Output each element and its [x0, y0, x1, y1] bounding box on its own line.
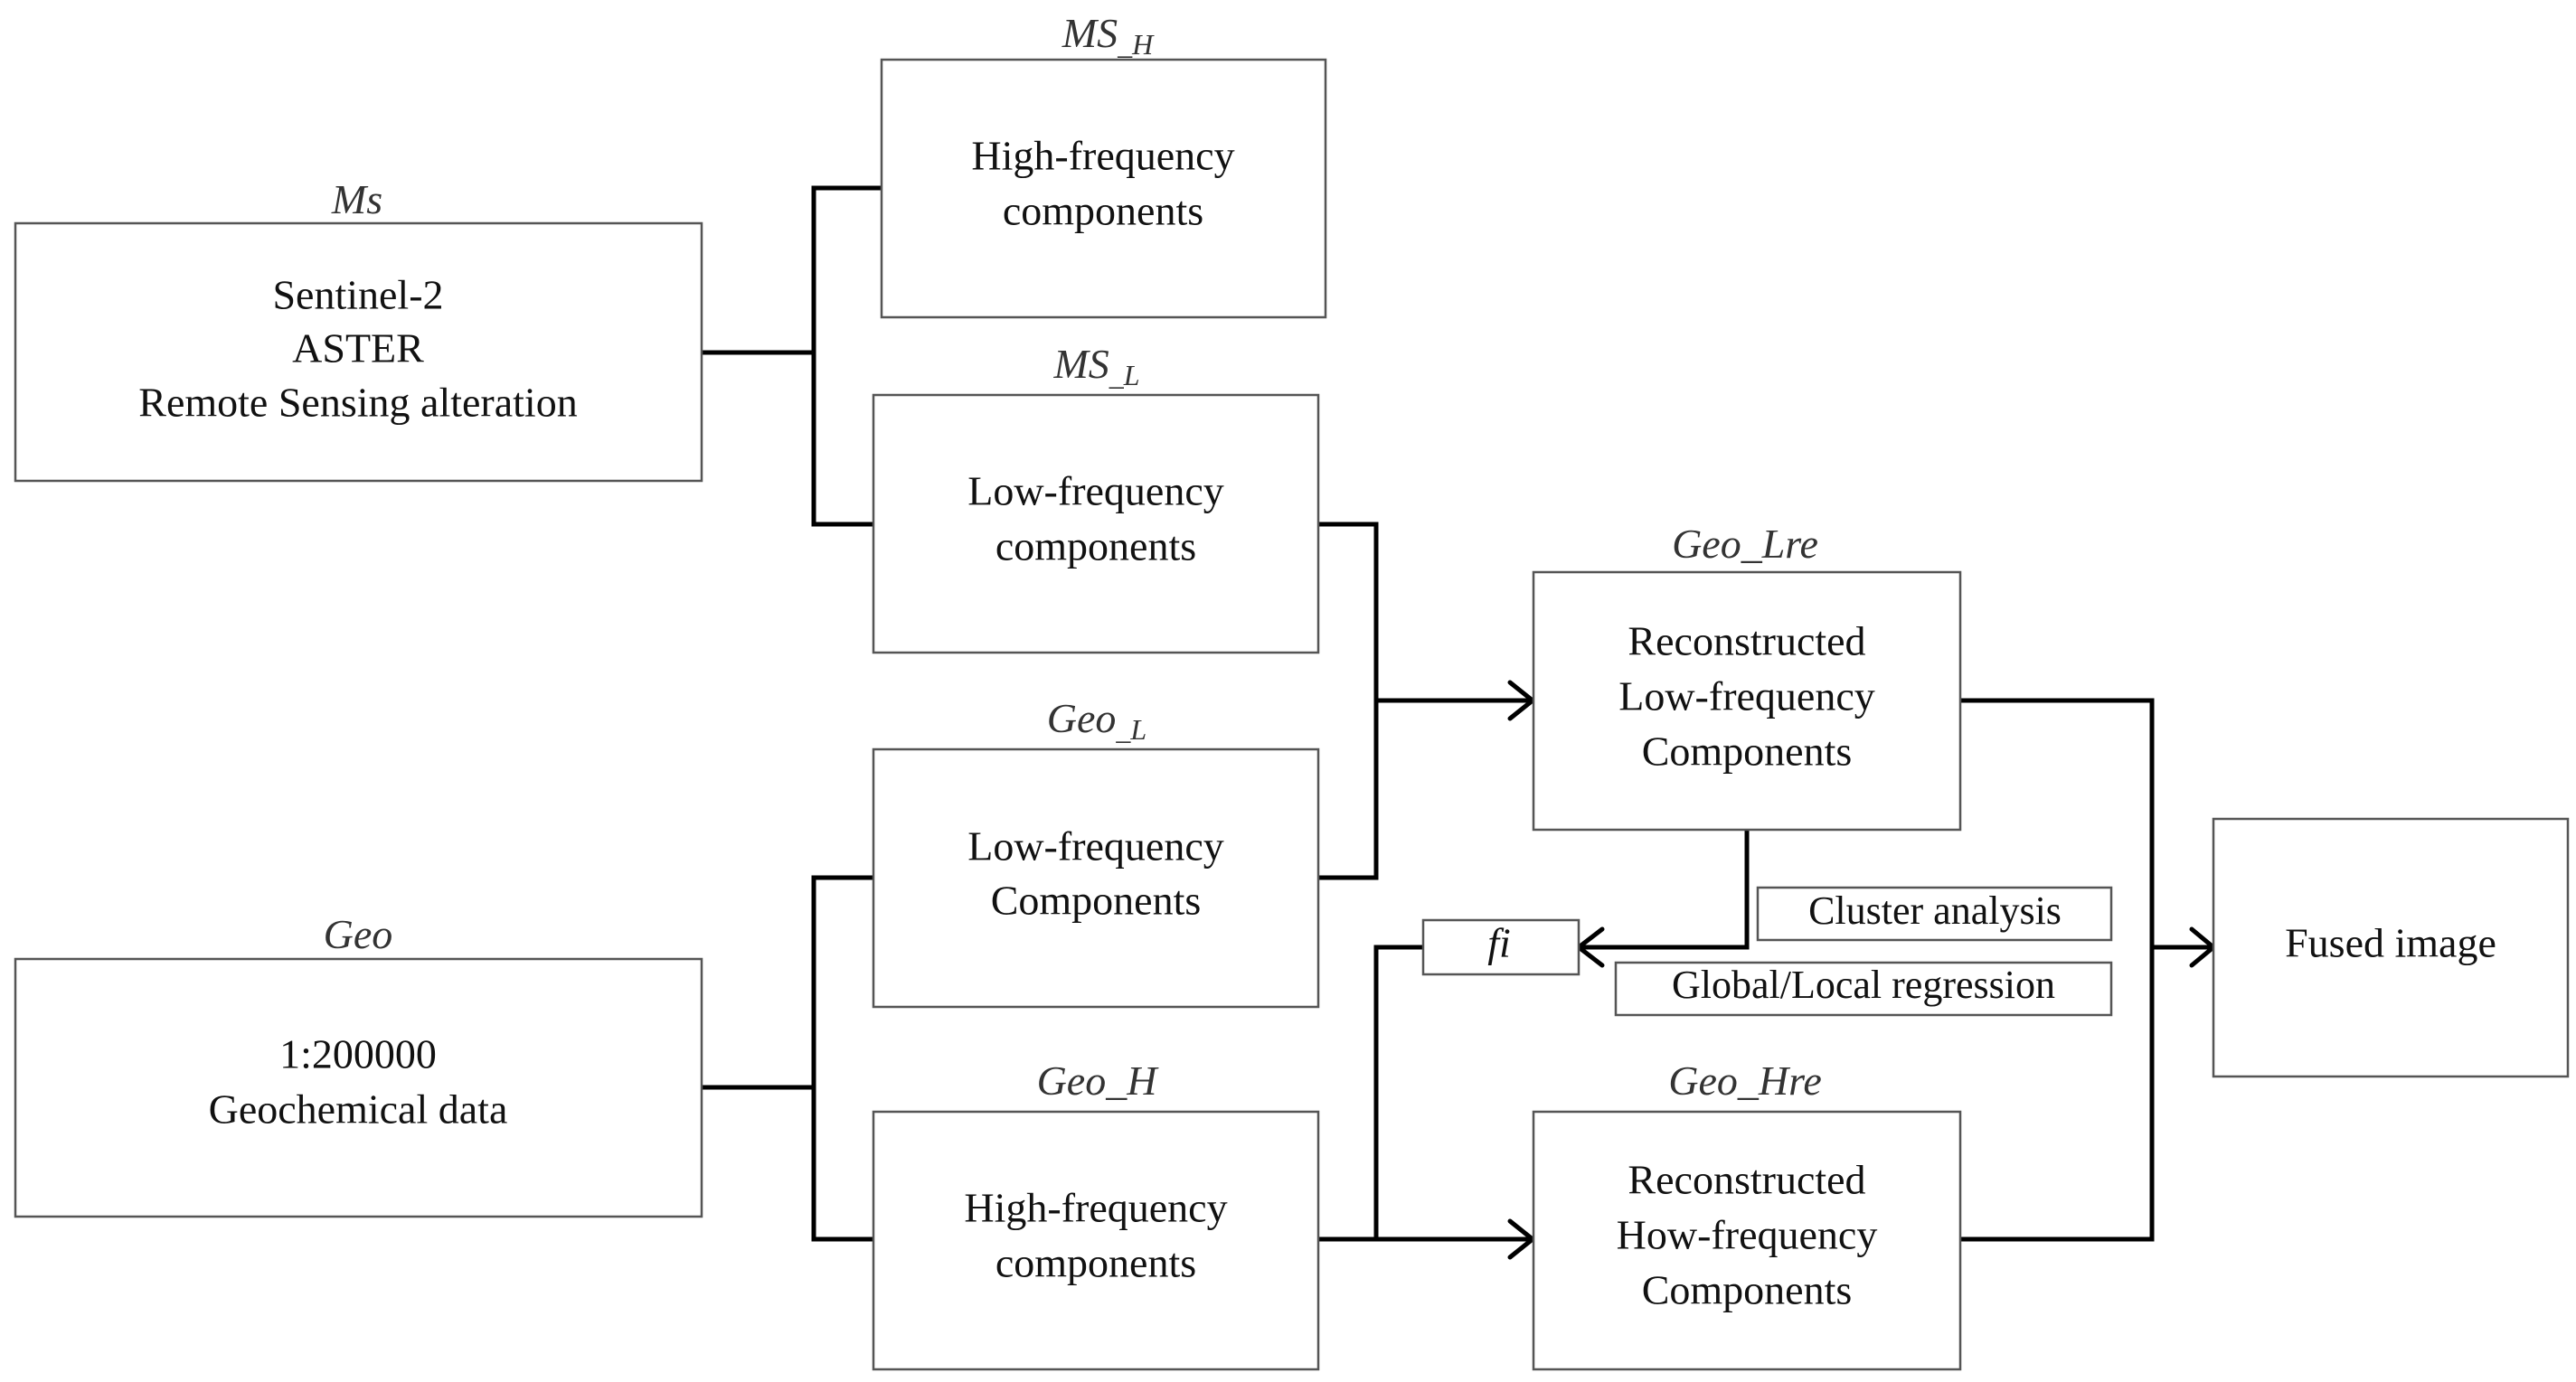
geo-high-frequency-node: Geo_H High-frequency components	[872, 1058, 1320, 1371]
reconstructed-components-merge-connector	[1958, 698, 2155, 1242]
ms-line-2: ASTER	[292, 325, 424, 371]
cluster-analysis-box	[1756, 886, 2113, 942]
fused-image-node: Fused image	[2212, 817, 2570, 1078]
ms-high-frequency-label: MS_H	[1062, 10, 1155, 61]
geo-high-reconstruction-line-1: Reconstructed	[1628, 1157, 1865, 1203]
ms-high-frequency-line-2: components	[1003, 188, 1203, 234]
ms-line-3: Remote Sensing alteration	[138, 380, 577, 426]
geo-low-reconstruction-line-2: Low-frequency	[1618, 673, 1875, 719]
connectors	[699, 185, 2217, 1260]
geo-high-reconstruction-line-3: Components	[1642, 1267, 1853, 1313]
geo-high-frequency-line-2: components	[995, 1240, 1196, 1286]
geo-low-reconstruction-node: Geo_Lre Reconstructed Low-frequency Comp…	[1532, 521, 1962, 832]
geo-high-reconstruction-node: Geo_Hre Reconstructed How-frequency Comp…	[1532, 1058, 1962, 1371]
geo-low-frequency-line-1: Low-frequency	[967, 823, 1224, 870]
ms-high-frequency-line-1: High-frequency	[971, 133, 1234, 179]
ms-low-frequency-label-sub: _L	[1109, 359, 1140, 391]
fi-node: fi	[1421, 918, 1581, 976]
geo-low-frequency-label-sub: _L	[1115, 713, 1146, 746]
ms-low-frequency-line-2: components	[995, 523, 1196, 569]
geo-low-reconstruction-line-1: Reconstructed	[1628, 618, 1865, 664]
global-local-regression-box	[1614, 961, 2113, 1017]
ms-low-frequency-label: MS_L	[1052, 341, 1139, 391]
ms-low-frequency-node: MS_L Low-frequency components	[872, 341, 1320, 654]
geo-low-reconstruction-line-3: Components	[1642, 729, 1853, 775]
method-annotations: Cluster analysis Global/Local regression	[1614, 886, 2113, 1017]
geo-high-reconstruction-label: Geo_Hre	[1668, 1058, 1821, 1104]
geo-line-2: Geochemical data	[209, 1086, 508, 1133]
ms-line-1: Sentinel-2	[272, 272, 443, 318]
ms-source-node: Ms Sentinel-2 ASTER Remote Sensing alter…	[14, 176, 703, 483]
ms-high-frequency-label-main: MS	[1062, 10, 1118, 56]
geo-low-reconstruction-label: Geo_Lre	[1672, 521, 1818, 567]
fi-label: fi	[1487, 920, 1511, 966]
geo-low-frequency-node: Geo_L Low-frequency Components	[872, 695, 1320, 1009]
low-frequency-merge-connector	[1316, 522, 1379, 880]
geo-line-1: 1:200000	[279, 1031, 437, 1077]
geo-low-reconstruction-box	[1532, 570, 1962, 832]
geo-low-frequency-box	[872, 747, 1320, 1009]
ms-low-frequency-label-main: MS	[1052, 341, 1109, 387]
ms-source-box	[14, 221, 703, 483]
ms-high-frequency-label-sub: _H	[1117, 28, 1155, 61]
global-local-regression-label: Global/Local regression	[1672, 963, 2055, 1007]
geo-node-label: Geo	[324, 911, 393, 957]
geo-low-frequency-label-main: Geo	[1047, 695, 1117, 741]
geo-high-frequency-line-1: High-frequency	[964, 1185, 1227, 1231]
geo-source-node: Geo 1:200000 Geochemical data	[14, 911, 703, 1218]
ms-node-label: Ms	[331, 176, 382, 222]
fused-image-box	[2212, 817, 2570, 1078]
geo-high-reconstruction-line-2: How-frequency	[1617, 1212, 1878, 1258]
ms-low-frequency-line-1: Low-frequency	[967, 468, 1224, 514]
cluster-analysis-label: Cluster analysis	[1808, 888, 2062, 933]
geo-low-frequency-line-2: Components	[991, 878, 1202, 924]
geo-high-reconstruction-box	[1532, 1110, 1962, 1371]
geo-low-frequency-label: Geo_L	[1047, 695, 1146, 746]
ms-high-frequency-node: MS_H High-frequency components	[880, 10, 1327, 319]
geo-source-box	[14, 957, 703, 1218]
geo-high-frequency-box	[872, 1110, 1320, 1371]
fi-box	[1421, 918, 1581, 976]
geo-high-frequency-label: Geo_H	[1037, 1058, 1160, 1104]
fused-image-label: Fused image	[2285, 920, 2496, 966]
ms-low-frequency-box	[872, 393, 1320, 654]
ms-high-frequency-box	[880, 58, 1327, 319]
